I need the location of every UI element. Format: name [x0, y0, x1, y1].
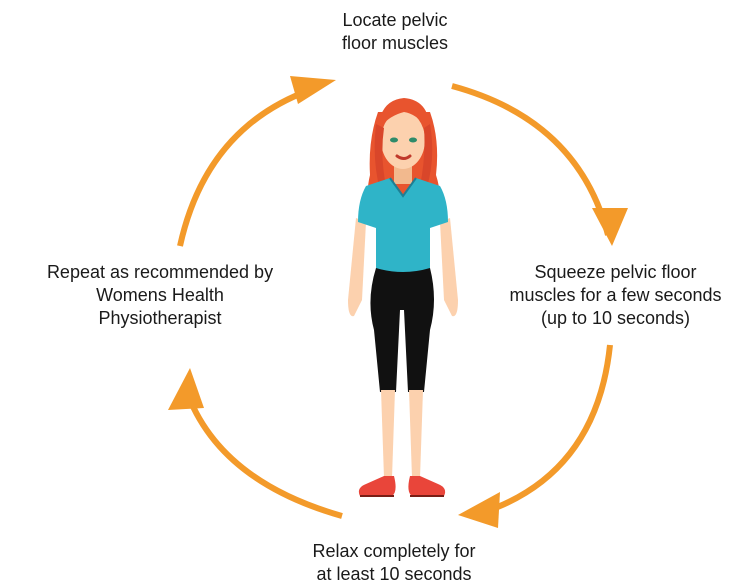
step-repeat: Repeat as recommended by Womens Health P…: [0, 261, 320, 330]
leggings: [370, 268, 434, 392]
step-locate-line-1: Locate pelvic: [300, 9, 490, 32]
arrow-bottom-to-left: [188, 395, 342, 516]
arrowhead-top-to-right: [592, 208, 628, 246]
step-relax-line-2: at least 10 seconds: [284, 563, 504, 586]
step-relax: Relax completely for at least 10 seconds: [284, 540, 504, 586]
arrow-left-to-top: [180, 90, 310, 246]
step-repeat-line-3: Physiotherapist: [0, 307, 320, 330]
step-squeeze-line-3: (up to 10 seconds): [478, 307, 751, 330]
arm-left: [348, 218, 366, 316]
eye-left: [390, 138, 398, 143]
step-locate-line-2: floor muscles: [300, 32, 490, 55]
eye-right: [409, 138, 417, 143]
leg-left: [381, 390, 395, 478]
step-repeat-line-1: Repeat as recommended by: [0, 261, 320, 284]
step-squeeze: Squeeze pelvic floor muscles for a few s…: [478, 261, 751, 330]
step-repeat-line-2: Womens Health: [0, 284, 320, 307]
leg-right: [409, 390, 423, 478]
step-squeeze-line-2: muscles for a few seconds: [478, 284, 751, 307]
arrowhead-bottom-to-left: [168, 368, 204, 410]
shoe-right: [408, 476, 445, 496]
arrowhead-left-to-top: [290, 76, 336, 104]
arrowhead-right-to-bottom: [458, 492, 500, 528]
step-squeeze-line-1: Squeeze pelvic floor: [478, 261, 751, 284]
arrow-top-to-right: [452, 86, 608, 235]
shoe-left: [359, 476, 396, 496]
arm-right: [440, 218, 458, 316]
step-relax-line-1: Relax completely for: [284, 540, 504, 563]
step-locate: Locate pelvic floor muscles: [300, 9, 490, 55]
woman-illustration: [348, 98, 458, 496]
arrow-right-to-bottom: [472, 345, 610, 516]
